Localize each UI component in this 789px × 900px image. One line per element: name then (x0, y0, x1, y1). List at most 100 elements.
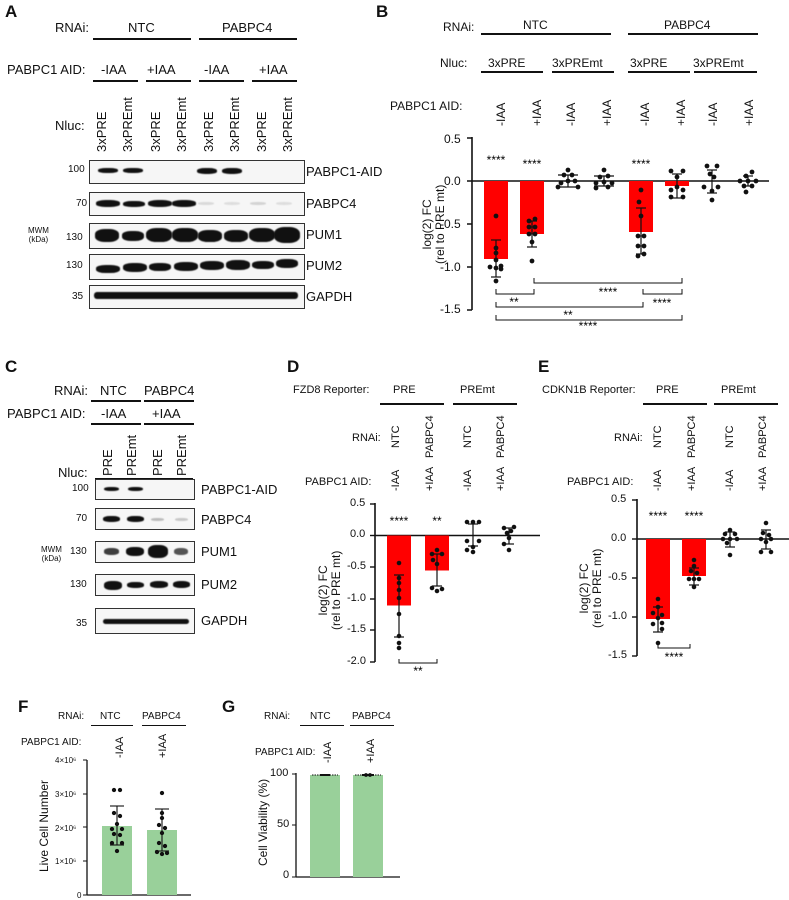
y-tick: -1.5 (608, 649, 627, 661)
aid-label: PABPC1 AID: (255, 747, 316, 758)
sig-mark: **** (487, 153, 506, 167)
group-underline (628, 33, 758, 35)
blot-name: PUM1 (306, 227, 343, 242)
chart-f (83, 759, 191, 896)
blot-gapdh (95, 608, 195, 634)
rnai-group: NTC (100, 711, 121, 722)
ylabel-line2: (rel to PRE mt) (329, 550, 343, 630)
bracket-label: **** (653, 296, 672, 310)
reporter-group: PREmt (460, 384, 495, 396)
aid-value: -IAA (652, 469, 664, 491)
aid-value: +IAA (365, 738, 377, 763)
chart-g (292, 773, 400, 878)
mw-marker: 35 (72, 291, 84, 302)
nluc-group: 3xPRE (630, 56, 668, 70)
group-underline (714, 403, 778, 405)
rnai-label: RNAi: (54, 383, 88, 398)
reporter-group: PRE (393, 384, 416, 396)
aid-label: PABPC1 AID: (7, 62, 86, 77)
aid-group: +IAA (147, 62, 176, 77)
bracket-label: **** (665, 650, 684, 664)
y-tick: -1.5 (347, 623, 366, 635)
y-tick: 100 (270, 767, 289, 779)
group-underline (93, 80, 138, 82)
aid-value: -IAA (494, 102, 508, 126)
blot-name: PABPC1-AID (201, 482, 278, 497)
y-tick: 3×10⁶ (55, 790, 77, 799)
mw-marker: 70 (76, 513, 88, 524)
group-underline (300, 725, 344, 727)
bracket-label: **** (579, 319, 598, 330)
group-underline (252, 80, 297, 82)
lane-label: PREmt (174, 434, 189, 476)
blot-name: PUM2 (201, 577, 238, 592)
aid-value: +IAA (424, 466, 436, 491)
y-tick: -2.0 (347, 655, 366, 667)
aid-value: -IAA (322, 741, 334, 763)
rnai-label: RNAi: (614, 432, 643, 444)
mw-marker: 70 (76, 198, 88, 209)
y-tick: 0.0 (611, 532, 627, 544)
y-axis-label: Cell Viability (%) (256, 778, 270, 866)
rnai-value: NTC (724, 425, 736, 448)
lane-label: PRE (150, 449, 165, 476)
blot-pabpc1-aid (89, 160, 305, 184)
blot-pum2 (89, 254, 305, 280)
mwm-unit: (kDa) (28, 235, 49, 244)
mwm-unit: (kDa) (41, 554, 62, 563)
rnai-group: PABPC4 (664, 18, 711, 32)
y-tick: -1.0 (608, 610, 627, 622)
rnai-label: RNAi: (58, 711, 85, 722)
aid-group: +IAA (259, 62, 288, 77)
sig-mark: **** (523, 157, 542, 171)
aid-value: +IAA (742, 99, 756, 126)
group-underline (146, 80, 191, 82)
aid-value: +IAA (495, 466, 507, 491)
lane-label: 3xPREmt (120, 97, 135, 152)
sig-mark: ** (432, 514, 442, 528)
group-underline (481, 33, 611, 35)
mwm-text: MWM (28, 226, 49, 235)
mw-marker: 130 (66, 260, 83, 271)
group-underline (380, 403, 444, 405)
lane-label: 3xPREmt (280, 97, 295, 152)
y-tick: 0.5 (611, 493, 627, 505)
mwm-label: MWM (kDa) (41, 545, 62, 563)
sig-mark: **** (685, 509, 704, 523)
rnai-group: PABPC4 (144, 383, 195, 398)
aid-value: -IAA (564, 102, 578, 126)
ylabel-line2: (rel to PRE mt) (590, 548, 604, 628)
reporter-label: CDKN1B Reporter: (542, 384, 636, 396)
blot-pum2 (95, 574, 195, 596)
aid-label: PABPC1 AID: (567, 476, 634, 488)
rnai-group: NTC (100, 383, 127, 398)
aid-value: -IAA (706, 102, 720, 126)
rnai-value: PABPC4 (495, 415, 507, 458)
aid-label: PABPC1 AID: (7, 406, 86, 421)
bracket-label: **** (599, 285, 618, 299)
blot-name: PUM2 (306, 258, 343, 273)
reporter-group: PREmt (721, 384, 756, 396)
aid-value: +IAA (686, 466, 698, 491)
mwm-text: MWM (41, 545, 62, 554)
panel-d-label: D (287, 357, 300, 376)
y-axis-label: Live Cell Number (37, 779, 51, 872)
lane-label: 3xPRE (94, 111, 109, 152)
blot-pum1 (89, 223, 305, 249)
nluc-group: 3xPREmt (693, 56, 744, 70)
aid-value: +IAA (530, 99, 544, 126)
chart-e: **** **** **** (632, 499, 789, 664)
mw-marker: 100 (68, 164, 85, 175)
y-tick: 1×10⁶ (55, 857, 77, 866)
aid-value: -IAA (638, 102, 652, 126)
blot-pum1 (95, 541, 195, 563)
lane-label: 3xPRE (254, 111, 269, 152)
bracket-label: ** (563, 308, 573, 322)
rnai-label: RNAi: (443, 20, 475, 34)
rnai-value: NTC (652, 425, 664, 448)
aid-value: -IAA (390, 469, 402, 491)
group-underline (144, 423, 194, 425)
group-underline (199, 38, 297, 40)
rnai-value: NTC (462, 425, 474, 448)
blot-name: GAPDH (306, 289, 353, 304)
